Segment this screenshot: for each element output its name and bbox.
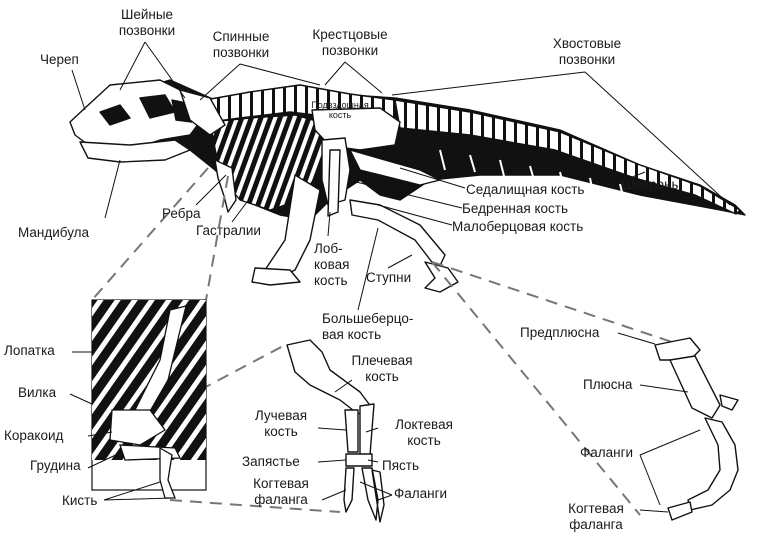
- label-ischium: Седалищная кость: [466, 182, 584, 198]
- label-metatarsus: Плюсна: [583, 377, 632, 393]
- hind-foot: [425, 262, 458, 292]
- label-mandible: Мандибула: [18, 225, 89, 241]
- leader-tibia: [358, 228, 378, 310]
- hand-digits: [344, 468, 384, 522]
- label-metacarpus: Пясть: [382, 458, 419, 474]
- label-hand: Кисть: [62, 493, 97, 509]
- shoulder-inset: [92, 300, 206, 498]
- label-ribs: Ребра: [162, 206, 201, 222]
- label-furcula: Вилка: [18, 385, 56, 401]
- pubis-bone: [328, 150, 340, 216]
- label-ungual-hand: Когтевая фаланга: [246, 476, 316, 508]
- label-femur: Бедренная кость: [462, 201, 568, 217]
- label-gastralia: Гастралии: [196, 223, 261, 239]
- label-tibia: Большеберцо- вая кость: [322, 311, 413, 343]
- label-dorsal: Спинные позвонки: [206, 29, 276, 61]
- label-phalanges-hand: Фаланги: [394, 486, 447, 502]
- label-fibula: Малоберцовая кость: [452, 219, 583, 235]
- ulna-bone: [360, 404, 374, 455]
- label-feet: Ступни: [366, 270, 411, 286]
- label-caudal: Хвостовые позвонки: [542, 36, 632, 68]
- label-coracoid: Коракоид: [4, 428, 63, 444]
- label-cervical: Шейные позвонки: [112, 7, 182, 39]
- label-sternum: Грудина: [30, 458, 81, 474]
- leader-skull: [72, 70, 85, 110]
- leader-feet: [388, 255, 412, 268]
- label-tarsus: Предплюсна: [520, 325, 599, 341]
- label-radius: Лучевая кость: [246, 408, 316, 440]
- label-ilium: Подвздошная кость: [310, 100, 370, 120]
- leader-mandible: [105, 160, 120, 218]
- radius-bone: [345, 410, 358, 452]
- label-carpus: Запястье: [242, 454, 300, 470]
- leader-sacral: [325, 62, 382, 93]
- label-pubis: Лоб- ковая кость: [314, 241, 349, 289]
- label-skull: Череп: [40, 52, 79, 68]
- foot-detail: [655, 338, 738, 520]
- label-sacral: Крестцовые позвонки: [310, 27, 390, 59]
- label-scapula: Лопатка: [4, 343, 55, 359]
- label-chevrons: Шевроны: [622, 177, 681, 193]
- label-ulna: Локтевая кость: [384, 417, 464, 449]
- label-humerus: Плечевая кость: [342, 353, 422, 385]
- metatarsal-bones: [670, 356, 720, 418]
- label-phalanges-foot: Фаланги: [580, 445, 633, 461]
- label-ungual-foot: Когтевая фаланга: [556, 501, 636, 533]
- foot-ungual: [668, 502, 692, 520]
